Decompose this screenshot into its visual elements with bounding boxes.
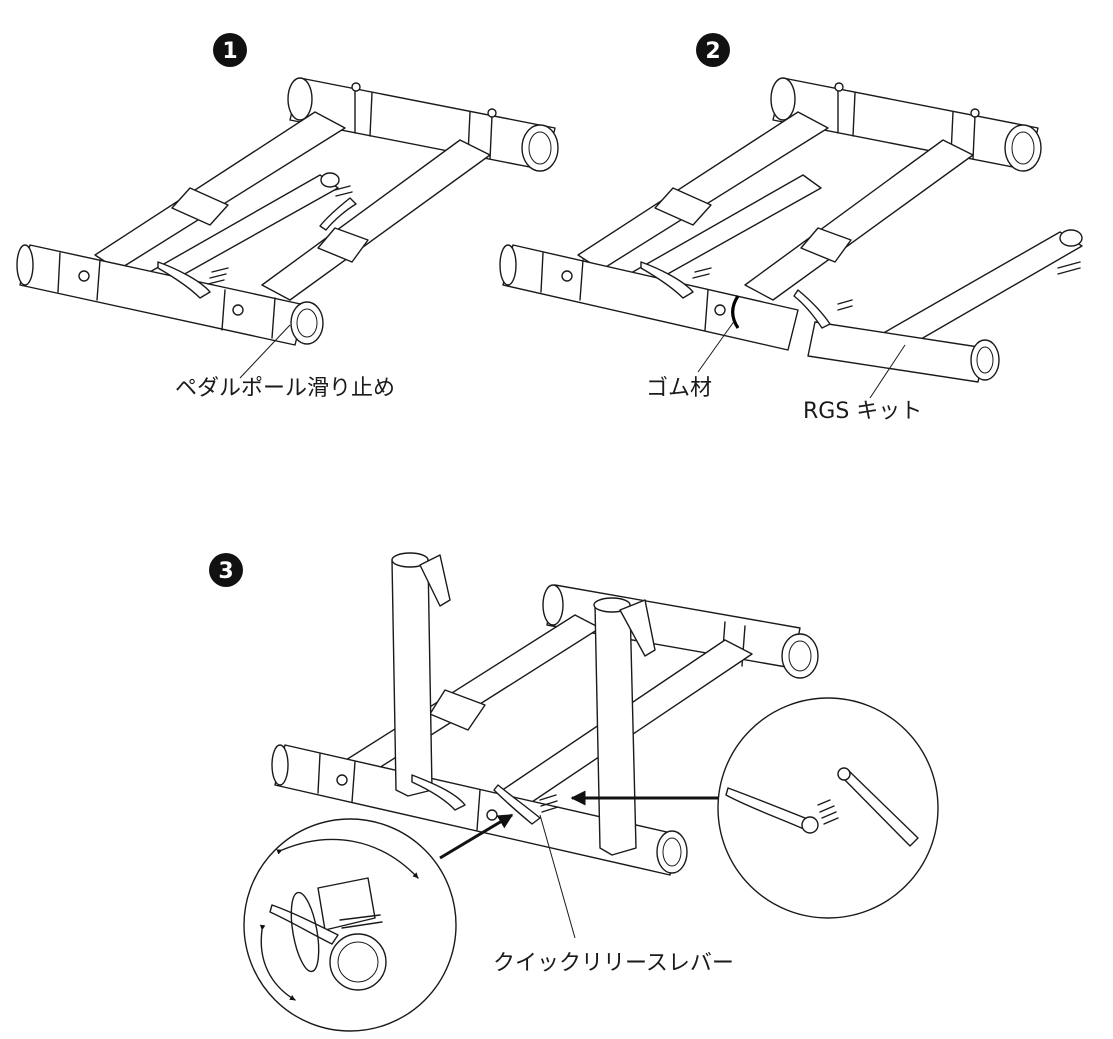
leader-rgs-kit <box>869 344 906 399</box>
quick-release-lever-right <box>319 185 357 231</box>
step-badge-1: 1 <box>213 33 247 67</box>
leader-rubber <box>697 319 736 373</box>
detail-inset-rotation <box>243 818 457 1032</box>
rubber-band <box>731 295 740 329</box>
arrow-to-lever <box>439 813 514 860</box>
rgs-kit-tube <box>793 229 1083 383</box>
leader-pedal-pole-stopper <box>239 324 291 379</box>
base-tubes-2 <box>577 111 974 301</box>
step-badge-2: 2 <box>696 33 730 67</box>
step-number-2: 2 <box>705 39 720 64</box>
quick-release-lever-3 <box>493 784 559 825</box>
label-rgs-kit: RGS キット <box>803 399 922 424</box>
step-3-figure: 3 <box>209 552 939 1032</box>
base-tubes <box>94 111 491 301</box>
step-1-figure: 1 <box>16 33 559 401</box>
detail-inset-lever-parts <box>717 697 939 919</box>
front-crossbar-3 <box>271 744 688 876</box>
label-rubber: ゴム材 <box>646 376 712 401</box>
quick-release-lever-left <box>157 261 229 299</box>
rear-crossbar-2 <box>770 77 1042 172</box>
label-quick-release-lever: クイックリリースレバー <box>493 951 734 976</box>
quick-release-lever-2 <box>640 261 712 299</box>
leader-quick-release-lever <box>539 814 576 939</box>
front-crossbar-2 <box>499 244 799 351</box>
vertical-pole-right <box>593 597 656 856</box>
step-badge-3: 3 <box>209 553 243 587</box>
step-number-3: 3 <box>218 559 233 584</box>
rear-crossbar <box>287 77 559 172</box>
vertical-pole-left <box>391 552 466 811</box>
front-crossbar <box>16 244 324 346</box>
step-number-1: 1 <box>222 39 237 64</box>
step-2-figure: 2 <box>499 33 1083 424</box>
label-pedal-pole-stopper: ペダルポール滑り止め <box>175 376 395 401</box>
